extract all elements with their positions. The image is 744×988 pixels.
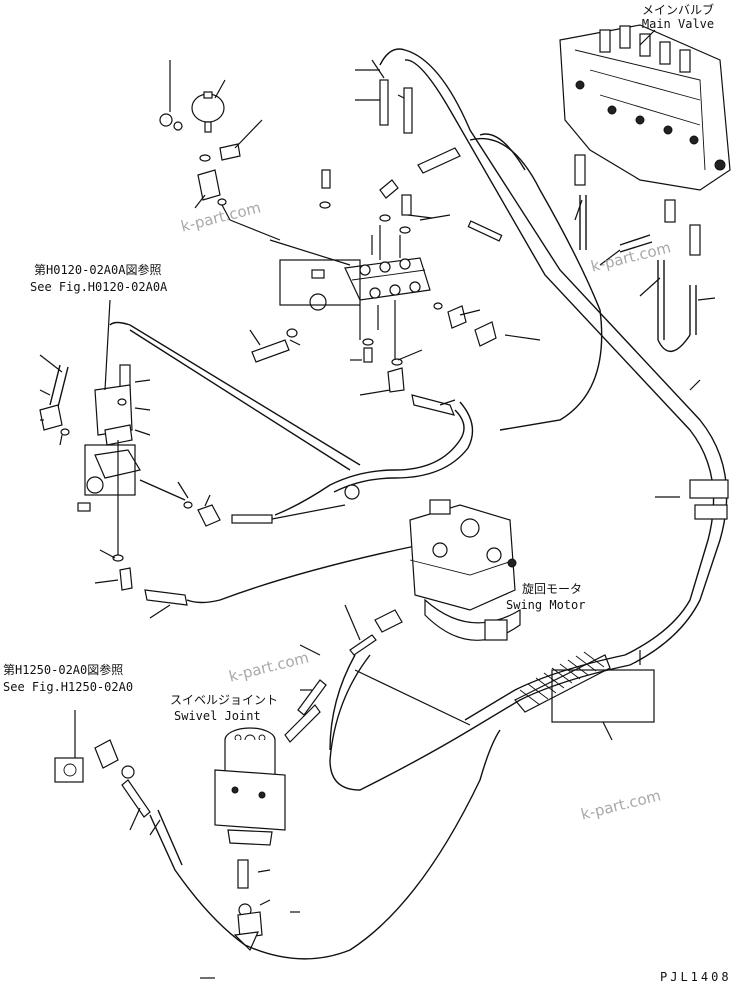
drawing-code: PJL1408 [660,970,732,984]
see-fig-a-label-en: See Fig.H0120-02A0A [30,280,168,294]
see-fig-a-label-jp: 第H0120-02A0A図参照 [34,263,162,277]
see-fig-b-label-jp: 第H1250-02A0図参照 [3,663,124,677]
main-valve [559,24,731,256]
main-valve-label-jp: メインバルブ [641,3,714,17]
spiral-hose-guard [514,651,611,713]
swivel-joint [214,727,286,846]
swing-motor-label-jp: 旋回モータ [522,582,583,596]
solenoid-valve-block [309,257,431,311]
swing-motor-label-en: Swing Motor [506,598,586,612]
swing-motor [409,499,521,641]
accumulator [191,91,225,133]
see-fig-b-label-en: See Fig.H1250-02A0 [3,680,134,694]
swivel-joint-label-en: Swivel Joint [174,709,261,723]
main-valve-label-en: Main Valve [641,17,715,31]
swivel-joint-label-jp: スイベルジョイント [170,693,279,707]
